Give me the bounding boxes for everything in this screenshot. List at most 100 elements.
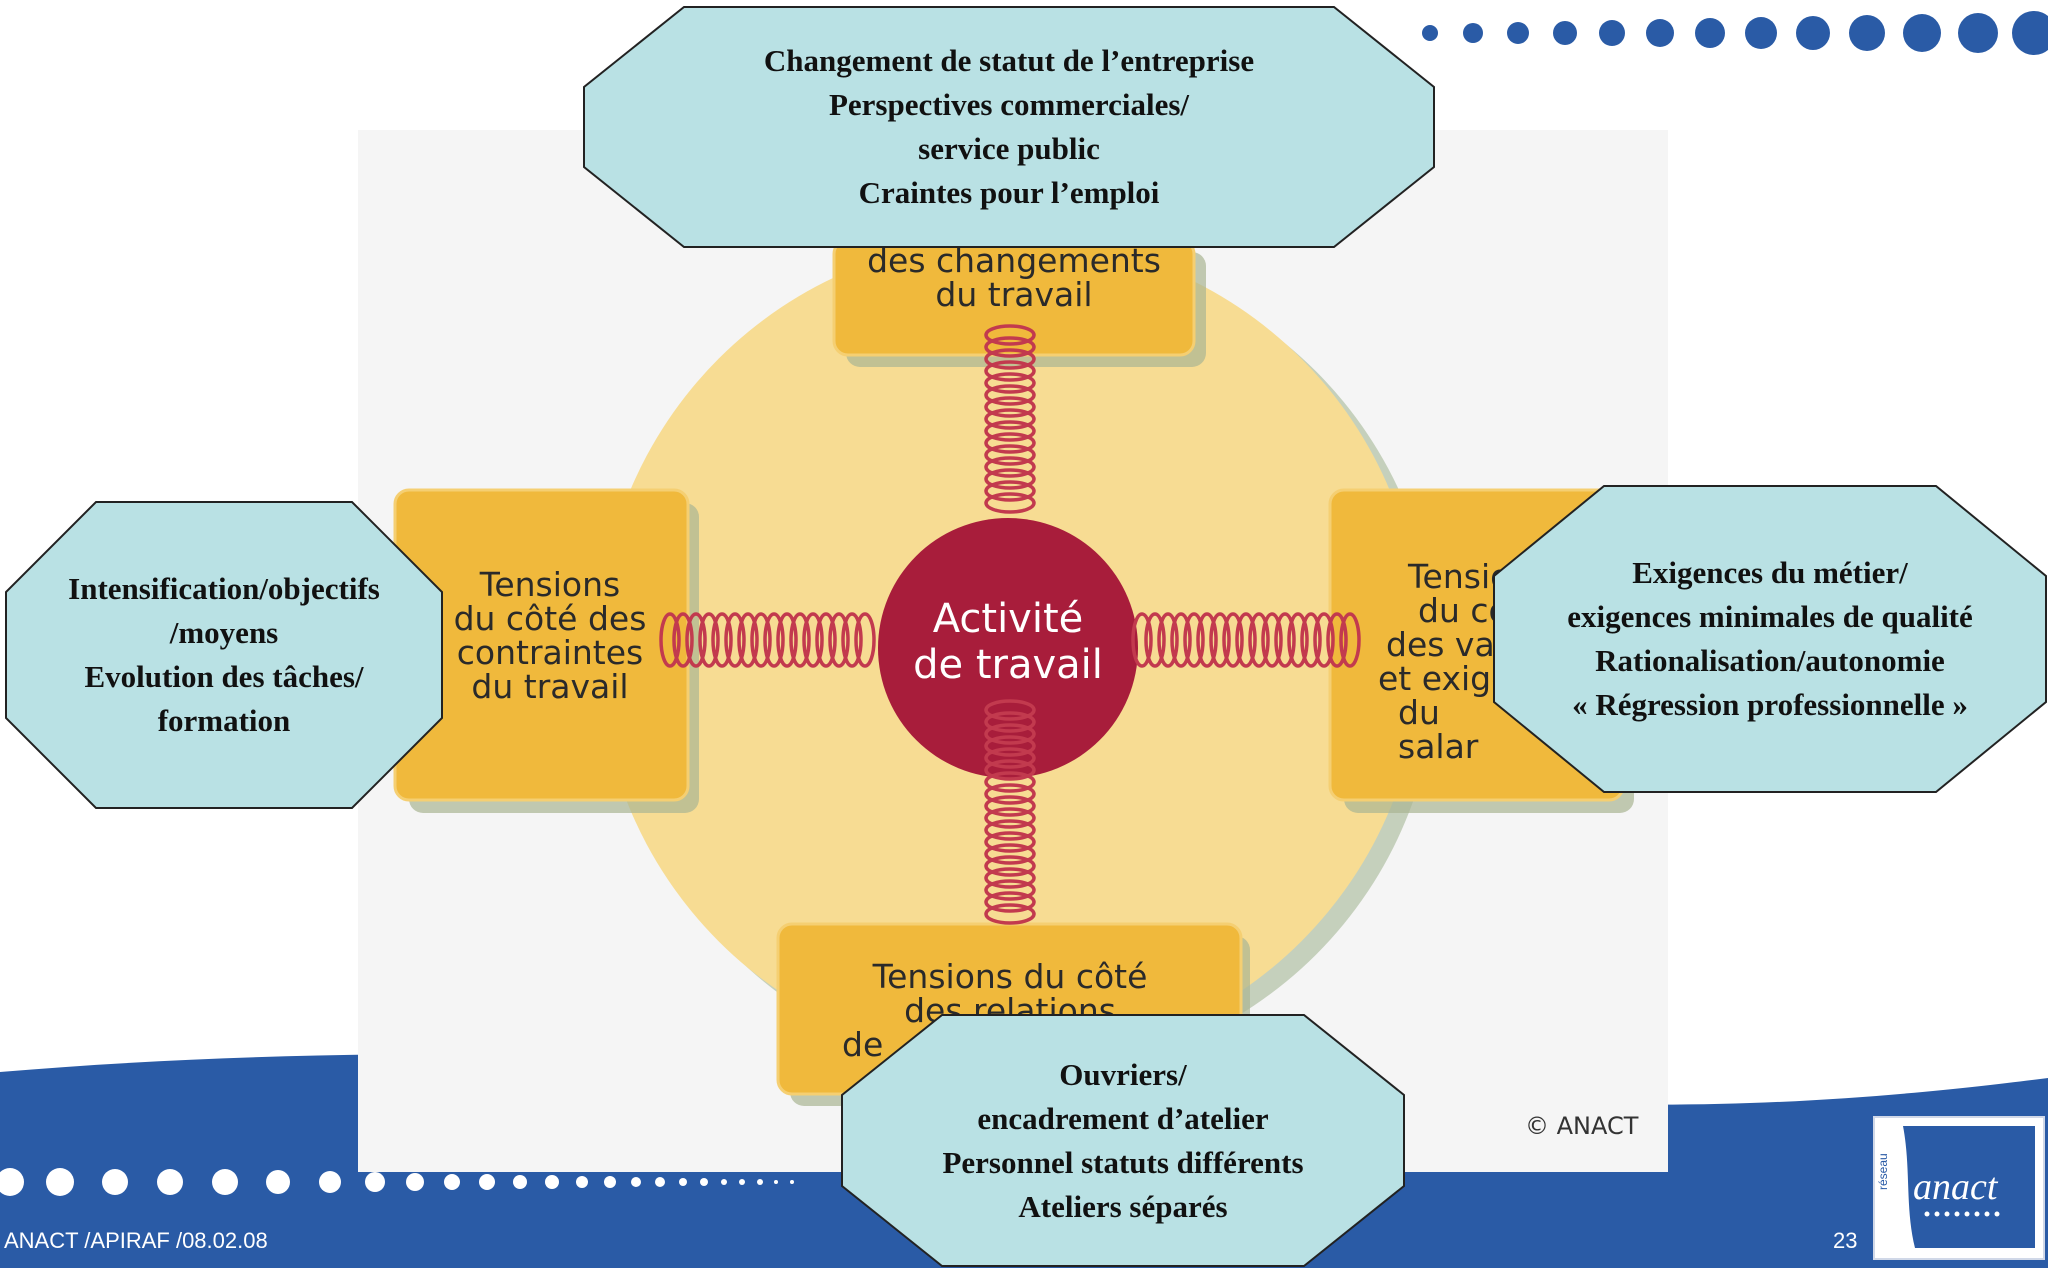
decor-dot: [1958, 13, 1998, 53]
decor-dot: [102, 1169, 128, 1195]
spring-coil: [841, 612, 863, 668]
spring-coil: [1222, 612, 1244, 668]
spring-coil: [1248, 612, 1270, 668]
box-text-line: contraintes: [456, 633, 644, 672]
spring-coil: [1144, 612, 1166, 668]
octagon-line: /moyens: [169, 615, 279, 650]
center-line: de travail: [913, 642, 1103, 688]
decor-dot: [679, 1178, 687, 1186]
spring-coil: [672, 612, 694, 668]
octagon-line: Personnel statuts différents: [942, 1144, 1304, 1180]
spring-coil: [815, 612, 837, 668]
spring-coil: [984, 795, 1036, 817]
box-text-line: du côté des: [453, 599, 647, 638]
decor-dot: [1646, 19, 1674, 47]
spring-coil: [984, 480, 1036, 502]
spring-coil: [698, 612, 720, 668]
box-text-line: Tensions: [479, 565, 621, 604]
decor-dot: [157, 1169, 183, 1195]
spring-coil: [789, 612, 811, 668]
spring-coil: [984, 747, 1036, 769]
spring-coil: [854, 612, 876, 668]
decor-dot: [1553, 21, 1577, 45]
octagon-line: encadrement d’atelier: [977, 1100, 1269, 1136]
spring-coil: [984, 903, 1036, 925]
spring-coil: [1287, 612, 1309, 668]
box-text-line: de: [842, 1025, 884, 1064]
spring-coil: [984, 384, 1036, 406]
octagon-left: Intensification/objectifs /moyens Evolut…: [5, 501, 443, 809]
decor-dot: [1849, 15, 1885, 51]
decor-dot: [1903, 14, 1941, 52]
octagon-line: Perspectives commerciales/: [828, 87, 1190, 122]
spring-coil: [1274, 612, 1296, 668]
spring-coil: [1170, 612, 1192, 668]
center-line: Activité: [932, 596, 1084, 642]
decor-dot: [604, 1176, 616, 1188]
spring-coil: [984, 843, 1036, 865]
octagon-line: Exigences du métier/: [1632, 555, 1908, 590]
spring-coil: [984, 855, 1036, 877]
spring-coil: [984, 759, 1036, 781]
octagon-bottom: Ouvriers/ encadrement d’atelier Personne…: [841, 1014, 1405, 1267]
decor-dot: [444, 1174, 460, 1190]
octagon-top: Changement de statut de l’entreprise Per…: [583, 6, 1435, 248]
box-top-text: des changements du travail: [834, 244, 1194, 312]
decor-dot: [631, 1177, 641, 1187]
spring-coil: [1313, 612, 1335, 668]
copyright-label: © ANACT: [1525, 1112, 1639, 1140]
spring-coil: [984, 783, 1036, 805]
decor-dot: [513, 1175, 527, 1189]
decor-dot: [1599, 20, 1625, 46]
spring-coil: [984, 879, 1036, 901]
spring-coil: [984, 324, 1036, 346]
box-text-line: des val: [1386, 625, 1504, 664]
springs: [659, 324, 1361, 925]
spring-coil: [984, 396, 1036, 418]
center-circle: [878, 518, 1138, 778]
octagon-line: Changement de statut de l’entreprise: [763, 43, 1255, 78]
spring-coil: [984, 444, 1036, 466]
decor-dot: [266, 1170, 290, 1194]
spring-coil: [1339, 612, 1361, 668]
box-text-line: et exige: [1378, 659, 1512, 698]
spring-coil: [1261, 612, 1283, 668]
decor-dot: [319, 1171, 341, 1193]
decor-dot: [655, 1177, 665, 1187]
spring-coil: [984, 336, 1036, 358]
spring-coil: [1209, 612, 1231, 668]
decor-dot: [406, 1173, 424, 1191]
octagon-line: Ouvriers/: [1059, 1056, 1187, 1092]
spring-coil: [1131, 612, 1153, 668]
spring-coil: [984, 699, 1036, 721]
spring-coil: [984, 372, 1036, 394]
spring-coil: [984, 807, 1036, 829]
box-text-line: Tensions du côté: [872, 957, 1148, 996]
spring-coil: [737, 612, 759, 668]
dots-bottom-left: [0, 1168, 794, 1196]
decor-dot: [790, 1180, 794, 1184]
spring-coil: [984, 711, 1036, 733]
spring-coil: [984, 819, 1036, 841]
decor-dot: [0, 1168, 24, 1196]
spring-coil: [984, 420, 1036, 442]
spring-coil: [750, 612, 772, 668]
anact-logo: [1873, 1116, 2045, 1260]
spring-coil: [984, 735, 1036, 757]
spring-coil: [1300, 612, 1322, 668]
spring-coil: [984, 360, 1036, 382]
spring-coil: [1196, 612, 1218, 668]
decor-dot: [365, 1172, 385, 1192]
octagon-line: Ateliers séparés: [1018, 1188, 1228, 1224]
decor-dot: [1463, 23, 1483, 43]
footer-text: ANACT /APIRAF /08.02.08: [4, 1228, 268, 1253]
decor-dot: [576, 1176, 588, 1188]
spring-coil: [802, 612, 824, 668]
octagon-line: exigences minimales de qualité: [1567, 599, 1973, 634]
page-number: 23: [1833, 1228, 1858, 1253]
box-left-text: Tensions du côté des contraintes du trav…: [420, 568, 680, 704]
octagon-line: service public: [918, 131, 1100, 166]
spring-coil: [984, 771, 1036, 793]
decor-dot: [479, 1174, 495, 1190]
